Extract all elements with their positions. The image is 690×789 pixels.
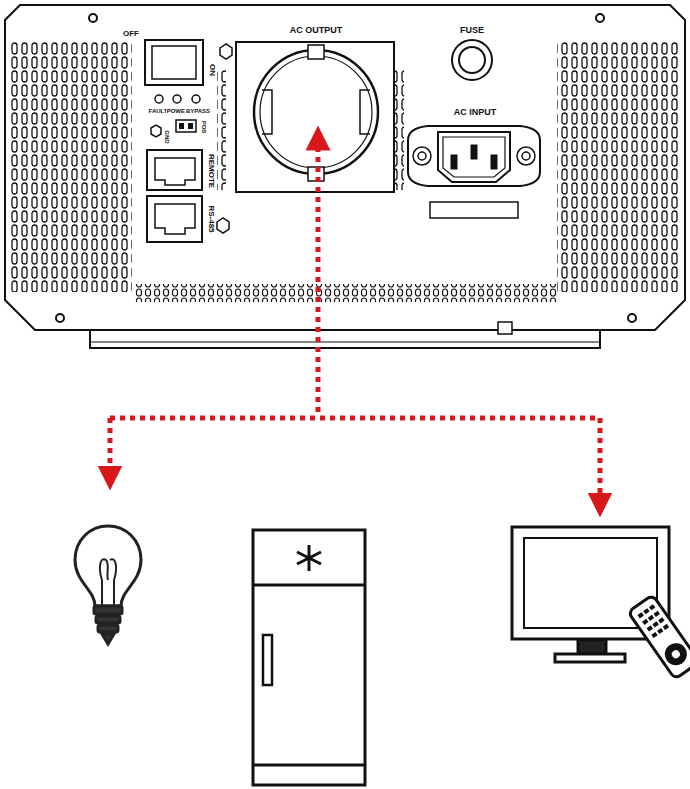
vent-left [10, 42, 132, 292]
panel-label: AC INPUT [453, 108, 498, 117]
light-bulb [75, 526, 141, 644]
panel-label: GND [164, 129, 170, 144]
rj45-ports [147, 150, 202, 242]
panel-label: RS-485 [207, 204, 215, 233]
panel-label: AC OUTPUT [289, 26, 344, 35]
panel-label: FUSE [459, 26, 485, 35]
television [512, 527, 690, 679]
ac-input-socket [408, 126, 540, 186]
output-wiring [110, 138, 600, 505]
ac-output-socket [236, 42, 394, 192]
vent-bottom [135, 284, 557, 302]
status-leds [155, 95, 200, 103]
vent-right [557, 42, 679, 292]
refrigerator [253, 530, 365, 785]
panel-label: POS [201, 120, 207, 135]
base-rail [90, 330, 600, 348]
screws [56, 14, 636, 322]
housing-outline [5, 5, 685, 330]
fuse-holder [452, 40, 492, 80]
power-switch [145, 40, 203, 85]
rating-plate [430, 202, 518, 218]
panel-label: ON [208, 63, 216, 77]
panel-label: BYPASS [185, 108, 211, 114]
terminal-block [176, 120, 196, 132]
panel-label: OFF [122, 30, 140, 38]
remote-control [628, 595, 690, 679]
panel-label: REMOTE [207, 153, 215, 189]
